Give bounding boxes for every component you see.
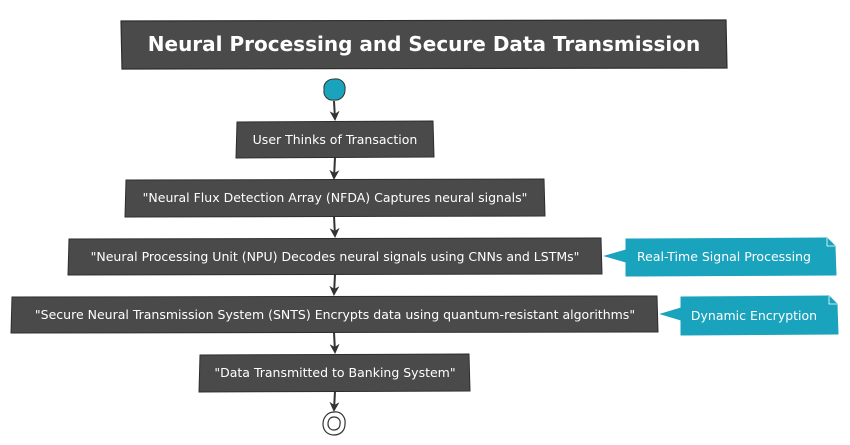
diagram-title: Neural Processing and Secure Data Transm… bbox=[120, 19, 728, 70]
step-label: User Thinks of Transaction bbox=[253, 132, 418, 147]
arrow-step3-to-step4 bbox=[329, 273, 340, 296]
step-user-thinks: User Thinks of Transaction bbox=[235, 120, 435, 159]
start-node bbox=[323, 78, 346, 101]
step-snts-encrypt: "Secure Neural Transmission System (SNTS… bbox=[10, 295, 659, 334]
step-nfda-capture: "Neural Flux Detection Array (NFDA) Capt… bbox=[124, 178, 546, 218]
end-node bbox=[322, 411, 346, 436]
step-npu-decode: "Neural Processing Unit (NPU) Decodes ne… bbox=[67, 237, 603, 276]
note-label: Dynamic Encryption bbox=[691, 308, 817, 323]
note-real-time-signal: Real-Time Signal Processing bbox=[603, 237, 837, 277]
diagram-title-text: Neural Processing and Secure Data Transm… bbox=[148, 32, 700, 56]
arrow-step4-to-step5 bbox=[329, 331, 340, 354]
step-label: "Data Transmitted to Banking System" bbox=[214, 365, 455, 380]
flow-arrows bbox=[329, 100, 340, 412]
arrow-step1-to-step2 bbox=[329, 156, 340, 180]
arrow-step2-to-step3 bbox=[329, 215, 340, 238]
step-label: "Neural Processing Unit (NPU) Decodes ne… bbox=[91, 249, 580, 264]
note-label: Real-Time Signal Processing bbox=[637, 249, 811, 264]
step-data-transmitted: "Data Transmitted to Banking System" bbox=[198, 353, 471, 393]
arrow-step5-to-end bbox=[329, 390, 340, 412]
step-label: "Neural Flux Detection Array (NFDA) Capt… bbox=[143, 190, 528, 205]
step-label: "Secure Neural Transmission System (SNTS… bbox=[35, 307, 635, 322]
note-dynamic-encryption: Dynamic Encryption bbox=[659, 295, 839, 336]
arrow-start-to-step1 bbox=[329, 100, 340, 121]
